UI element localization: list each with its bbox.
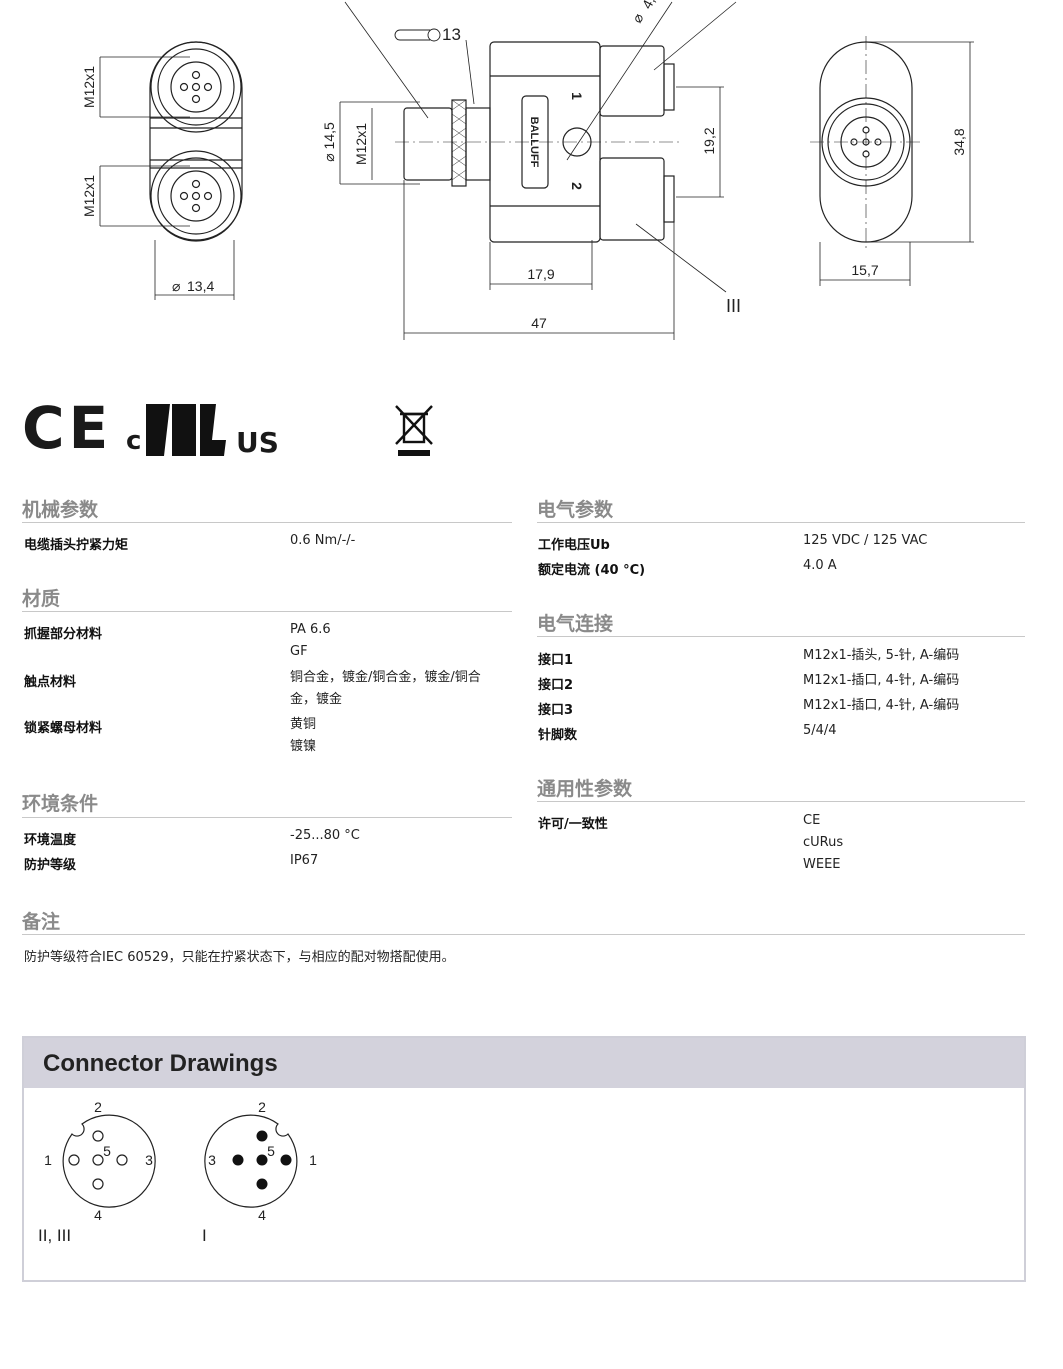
svg-text:19,2: 19,2 <box>701 127 717 154</box>
spec-label: 抓握部分材料 <box>24 627 103 642</box>
divider <box>537 801 1025 802</box>
divider <box>537 636 1025 637</box>
spec-value: CE cURus WEEE <box>803 813 844 872</box>
svg-text:34,8: 34,8 <box>951 128 967 155</box>
spec-label: 锁紧螺母材料 <box>24 721 103 736</box>
ul-mark: c US <box>126 400 279 462</box>
divider <box>22 817 512 818</box>
svg-text:15,7: 15,7 <box>851 262 878 278</box>
section-title-environment: 环境条件 <box>22 793 99 815</box>
spec-value: M12x1-插口, 4-针, A-编码 <box>803 698 960 713</box>
spec-label: 针脚数 <box>538 728 578 743</box>
svg-text:3: 3 <box>145 1152 153 1168</box>
ce-mark: CE <box>22 394 113 462</box>
spec-value: 5/4/4 <box>803 723 837 738</box>
svg-text:47: 47 <box>531 315 547 331</box>
spec-value: 0.6 Nm/-/- <box>290 533 356 548</box>
male-connector-caption: I <box>202 1226 207 1245</box>
svg-text:4: 4 <box>258 1207 266 1222</box>
spec-value: IP67 <box>290 853 319 868</box>
svg-text:4,2: 4,2 <box>639 0 662 11</box>
svg-text:⌀: ⌀ <box>172 278 180 294</box>
svg-text:2: 2 <box>258 1099 266 1115</box>
spec-value: 125 VDC / 125 VAC <box>803 533 928 548</box>
spec-value: M12x1-插头, 5-针, A-编码 <box>803 648 960 663</box>
spec-label: 接口1 <box>538 653 574 668</box>
svg-text:2: 2 <box>94 1099 102 1115</box>
spec-label: 额定电流 (40 °C) <box>538 563 646 578</box>
connector-drawings-title: Connector Drawings <box>43 1050 278 1077</box>
lower-face-pins <box>179 179 213 213</box>
svg-text:1: 1 <box>309 1152 317 1168</box>
section-title-notes: 备注 <box>22 911 61 933</box>
spec-value: 4.0 A <box>803 558 837 573</box>
divider <box>22 934 1025 935</box>
svg-text:4: 4 <box>94 1207 102 1222</box>
svg-text:⌀ 14,5: ⌀ 14,5 <box>321 122 337 162</box>
connector-drawings-panel: Connector Drawings 2 1 3 4 5 II, III <box>22 1036 1026 1282</box>
left-view-body <box>149 41 243 242</box>
ul-logo-icon <box>146 404 226 456</box>
svg-text:2: 2 <box>569 182 585 190</box>
female-connector-diagram: 2 1 3 4 5 <box>44 1099 156 1222</box>
spec-label: 防护等级 <box>24 858 77 873</box>
svg-text:⌀: ⌀ <box>629 10 647 25</box>
spec-value: 铜合金，镀金/铜合金，镀金/铜合 金，镀金 <box>290 670 481 707</box>
section-title-general: 通用性参数 <box>537 778 633 800</box>
svg-text:III: III <box>726 296 741 316</box>
connector-drawings-header: Connector Drawings <box>24 1038 1024 1088</box>
spec-label: 工作电压Ub <box>538 538 610 553</box>
svg-text:M12x1: M12x1 <box>81 175 97 217</box>
spec-label: 环境温度 <box>24 833 77 848</box>
spec-value: M12x1-插口, 4-针, A-编码 <box>803 673 960 688</box>
section-title-material: 材质 <box>22 588 61 610</box>
female-connector-caption: II, III <box>38 1226 72 1245</box>
svg-text:BALLUFF: BALLUFF <box>528 117 540 168</box>
spec-label: 许可/一致性 <box>538 817 608 832</box>
svg-text:17,9: 17,9 <box>527 266 554 282</box>
upper-face-pins <box>179 70 213 104</box>
section-title-connection: 电气连接 <box>537 613 614 635</box>
divider <box>22 522 512 523</box>
weee-bin-icon <box>395 405 433 456</box>
spec-label: 电缆插头拧紧力矩 <box>24 538 129 553</box>
svg-text:3: 3 <box>208 1152 216 1168</box>
svg-text:1: 1 <box>44 1152 52 1168</box>
svg-text:1: 1 <box>569 92 585 100</box>
divider <box>22 611 512 612</box>
section-title-mechanical: 机械参数 <box>22 499 99 521</box>
section-title-electrical: 电气参数 <box>537 499 614 521</box>
spec-value: 黄铜 镀镍 <box>290 717 317 754</box>
spec-label: 接口3 <box>538 703 574 718</box>
svg-text:M12x1: M12x1 <box>353 123 369 165</box>
spec-value: -25...80 °C <box>290 828 360 843</box>
svg-text:M12x1: M12x1 <box>81 66 97 108</box>
notes-text: 防护等级符合IEC 60529，只能在拧紧状态下，与相应的配对物搭配使用。 <box>24 950 455 965</box>
technical-drawing: M12x1 M12x1 ⌀ 13,4 13 ⌀ 4,2 ⌀ 14,5 M12x1… <box>81 0 974 340</box>
spec-label: 接口2 <box>538 678 574 693</box>
spec-label: 触点材料 <box>24 675 77 690</box>
svg-text:5: 5 <box>267 1143 275 1159</box>
divider <box>537 522 1025 523</box>
svg-text:5: 5 <box>103 1143 111 1159</box>
male-connector-diagram: 2 3 1 4 5 <box>204 1099 317 1222</box>
svg-text:13,4: 13,4 <box>187 278 214 294</box>
svg-text:13: 13 <box>442 25 461 44</box>
spec-value: PA 6.6 GF <box>290 622 331 659</box>
